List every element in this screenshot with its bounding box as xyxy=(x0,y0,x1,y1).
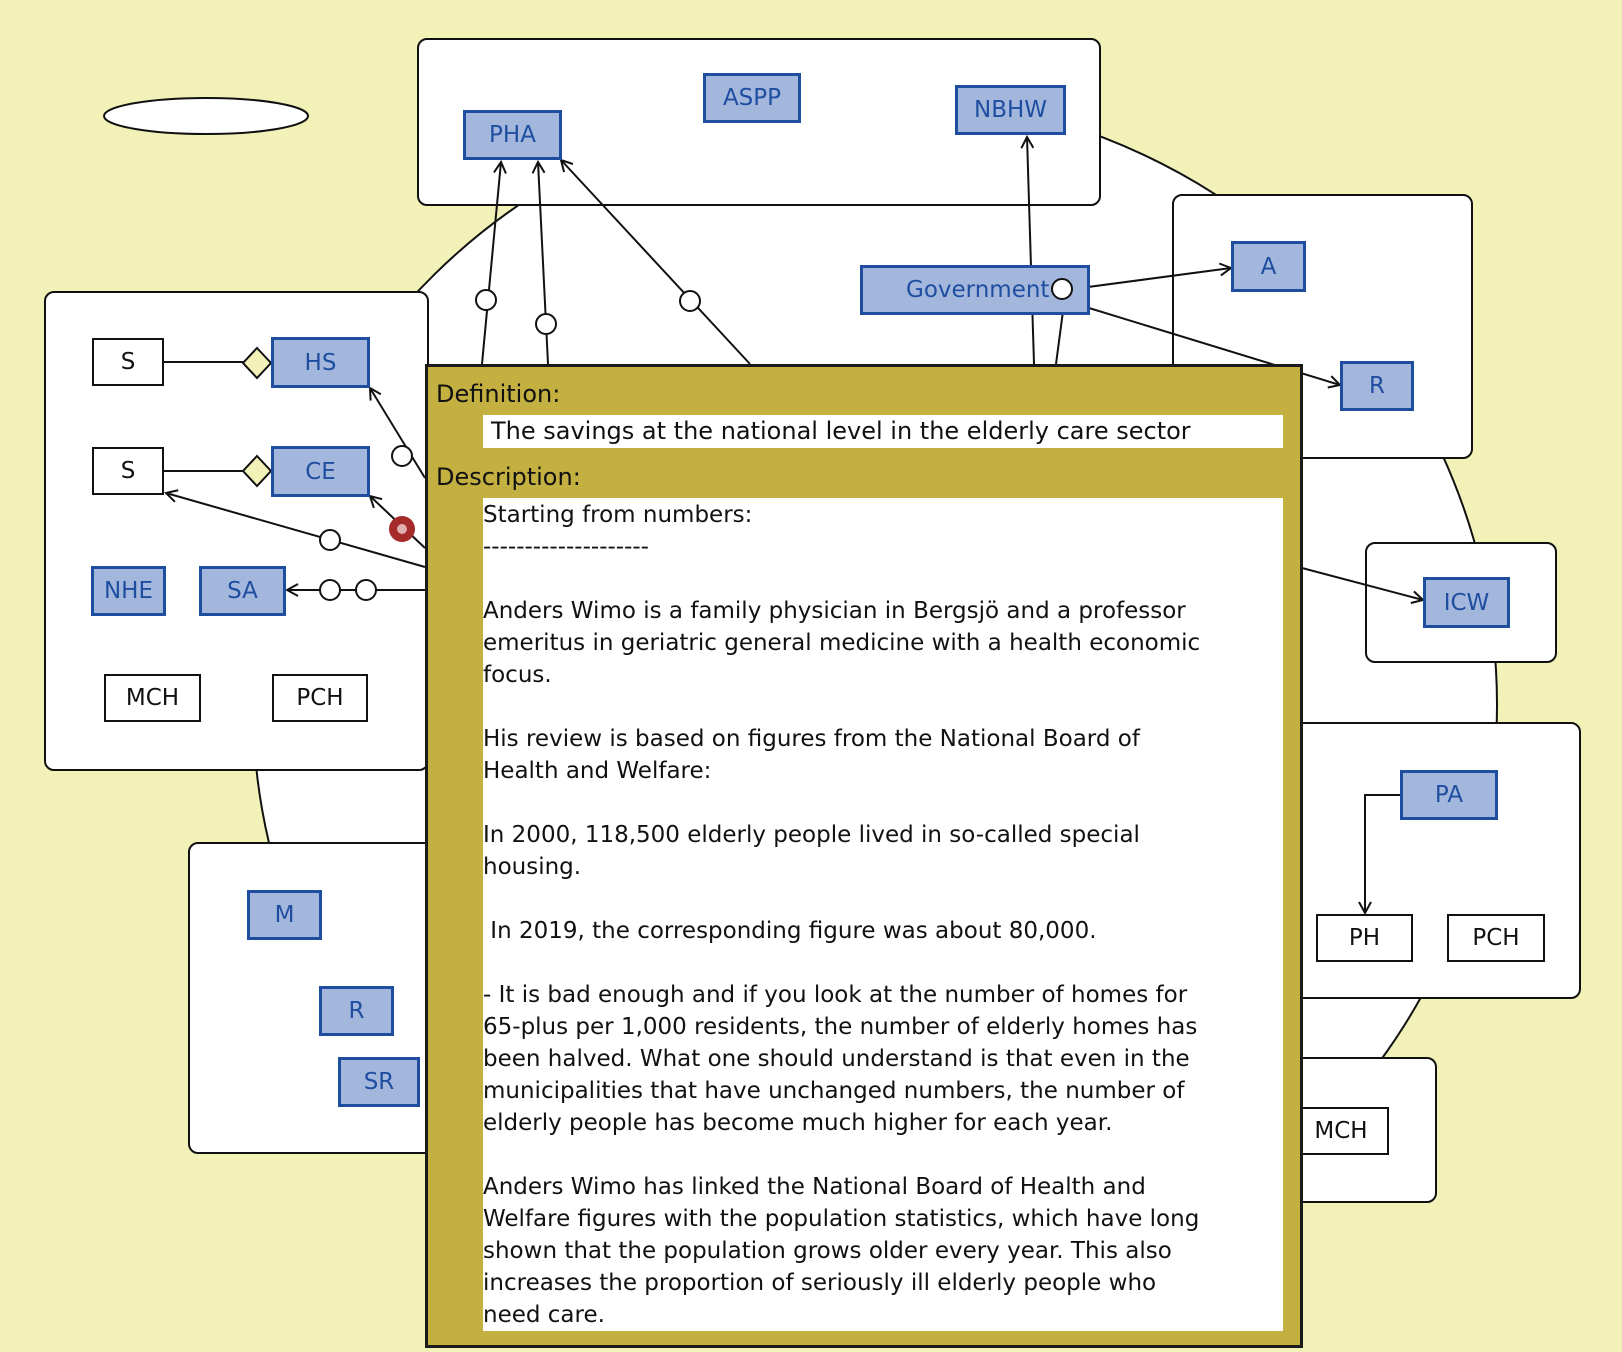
node-mch-left[interactable]: MCH xyxy=(104,674,201,722)
node-s-2[interactable]: S xyxy=(92,447,164,495)
node-s-1[interactable]: S xyxy=(92,338,164,386)
node-m[interactable]: M xyxy=(247,890,322,940)
node-pha[interactable]: PHA xyxy=(463,110,562,160)
tooltip-popup: Definition: The savings at the national … xyxy=(425,364,1303,1348)
node-mch-right[interactable]: MCH xyxy=(1293,1107,1389,1155)
node-hs[interactable]: HS xyxy=(271,337,370,388)
node-pa[interactable]: PA xyxy=(1400,770,1498,820)
node-aspp[interactable]: ASPP xyxy=(703,73,801,123)
node-sa[interactable]: SA xyxy=(199,566,286,616)
node-pch-left[interactable]: PCH xyxy=(272,674,368,722)
description-label: Description: xyxy=(436,463,581,491)
definition-label: Definition: xyxy=(436,380,561,408)
node-r-right[interactable]: R xyxy=(1340,361,1414,411)
node-pch-right[interactable]: PCH xyxy=(1447,914,1545,962)
bottom-left-group[interactable] xyxy=(188,842,448,1154)
node-nhe[interactable]: NHE xyxy=(91,566,166,616)
ellipse-shape[interactable] xyxy=(103,97,309,135)
definition-field[interactable]: The savings at the national level in the… xyxy=(483,415,1283,448)
node-icw[interactable]: ICW xyxy=(1423,577,1510,628)
node-sr[interactable]: SR xyxy=(338,1057,420,1107)
node-r-bottom[interactable]: R xyxy=(319,986,394,1036)
node-ph[interactable]: PH xyxy=(1316,914,1413,962)
node-government[interactable]: Government xyxy=(860,265,1090,315)
node-nbhw[interactable]: NBHW xyxy=(955,85,1066,135)
node-a[interactable]: A xyxy=(1231,241,1306,292)
node-ce[interactable]: CE xyxy=(271,446,370,497)
description-field[interactable]: Starting from numbers: -----------------… xyxy=(483,498,1283,1331)
